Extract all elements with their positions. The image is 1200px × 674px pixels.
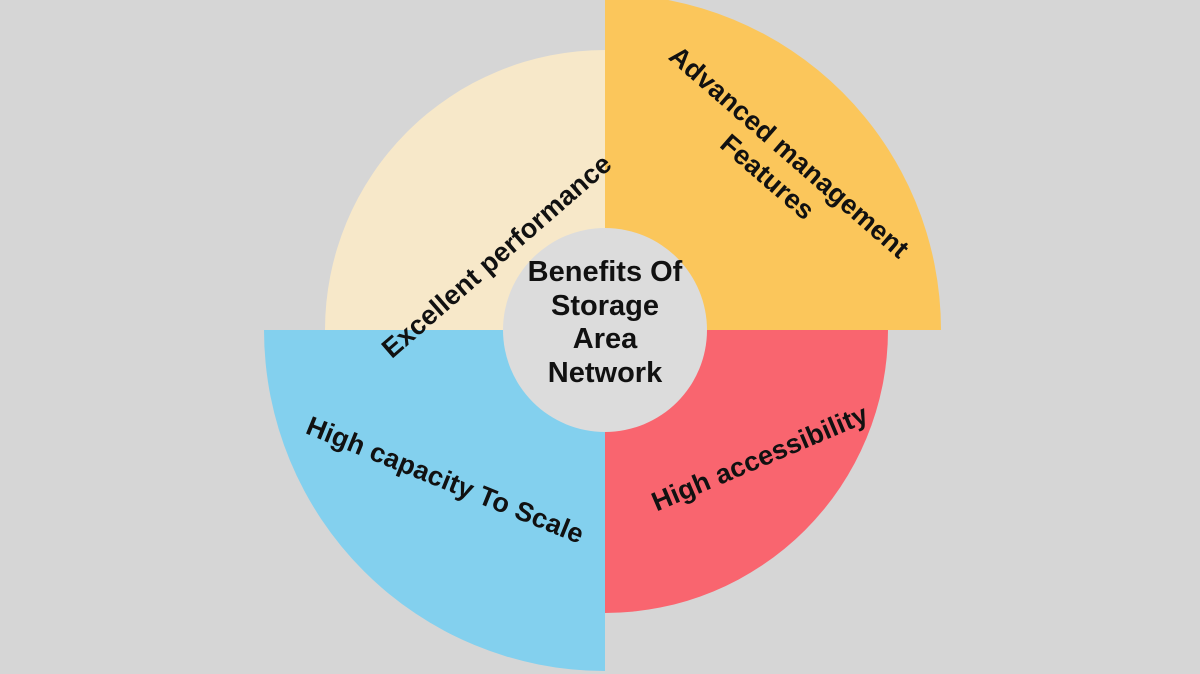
segment-high-capacity-to-scale[interactable] bbox=[264, 330, 605, 671]
center-hub bbox=[503, 228, 707, 432]
segment-advanced-management-features[interactable] bbox=[605, 0, 941, 330]
